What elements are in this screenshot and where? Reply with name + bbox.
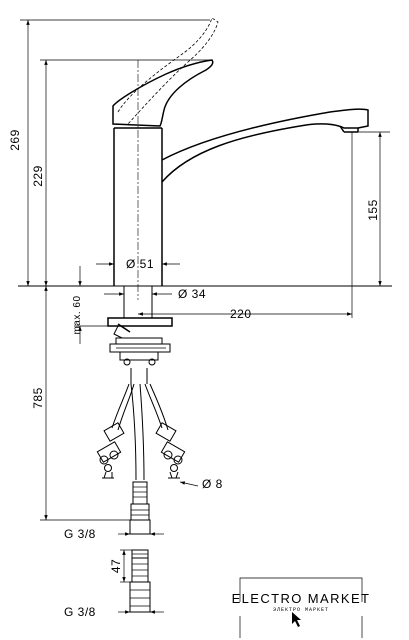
dim-shank-diameter: Ø 34 bbox=[178, 287, 206, 301]
dim-body-height: 229 bbox=[31, 165, 45, 187]
dim-body-diameter: Ø 51 bbox=[126, 257, 154, 271]
watermark-title: ELECTRO MARKET bbox=[232, 591, 371, 606]
dim-max-counter-thickness: max. 60 bbox=[72, 295, 83, 334]
right-hose-connector bbox=[155, 422, 186, 479]
lever-raised-outline bbox=[117, 17, 219, 125]
faucet bbox=[18, 17, 392, 318]
dimension-labels: 269 229 155 Ø 51 Ø 34 220 max. 60 785 Ø … bbox=[8, 129, 380, 619]
dim-thread-bottom: G 3/8 bbox=[64, 605, 96, 619]
dim-thread-top: G 3/8 bbox=[64, 527, 96, 541]
lever bbox=[112, 59, 214, 127]
dimension-lines bbox=[20, 19, 390, 614]
supply-hoses bbox=[96, 383, 186, 613]
electro-market-watermark: ELECTRO MARKET ЭЛЕКТРО МАРКЕТ bbox=[232, 577, 371, 638]
watermark-subtitle: ЭЛЕКТРО МАРКЕТ bbox=[273, 607, 329, 613]
faucet-body bbox=[113, 128, 163, 286]
spout bbox=[161, 108, 369, 183]
dim-spout-height: 155 bbox=[366, 199, 380, 221]
cursor-icon bbox=[292, 612, 301, 627]
dim-hose-diameter: Ø 8 bbox=[202, 477, 223, 491]
dim-hose-length: 785 bbox=[31, 387, 45, 409]
left-hose-connector bbox=[96, 422, 125, 479]
mounting-assembly bbox=[107, 317, 173, 384]
dim-fitting-length: 47 bbox=[109, 559, 123, 573]
dim-overall-height: 269 bbox=[8, 129, 22, 151]
dim-spout-reach: 220 bbox=[230, 307, 252, 321]
central-hose-fitting bbox=[129, 481, 151, 613]
